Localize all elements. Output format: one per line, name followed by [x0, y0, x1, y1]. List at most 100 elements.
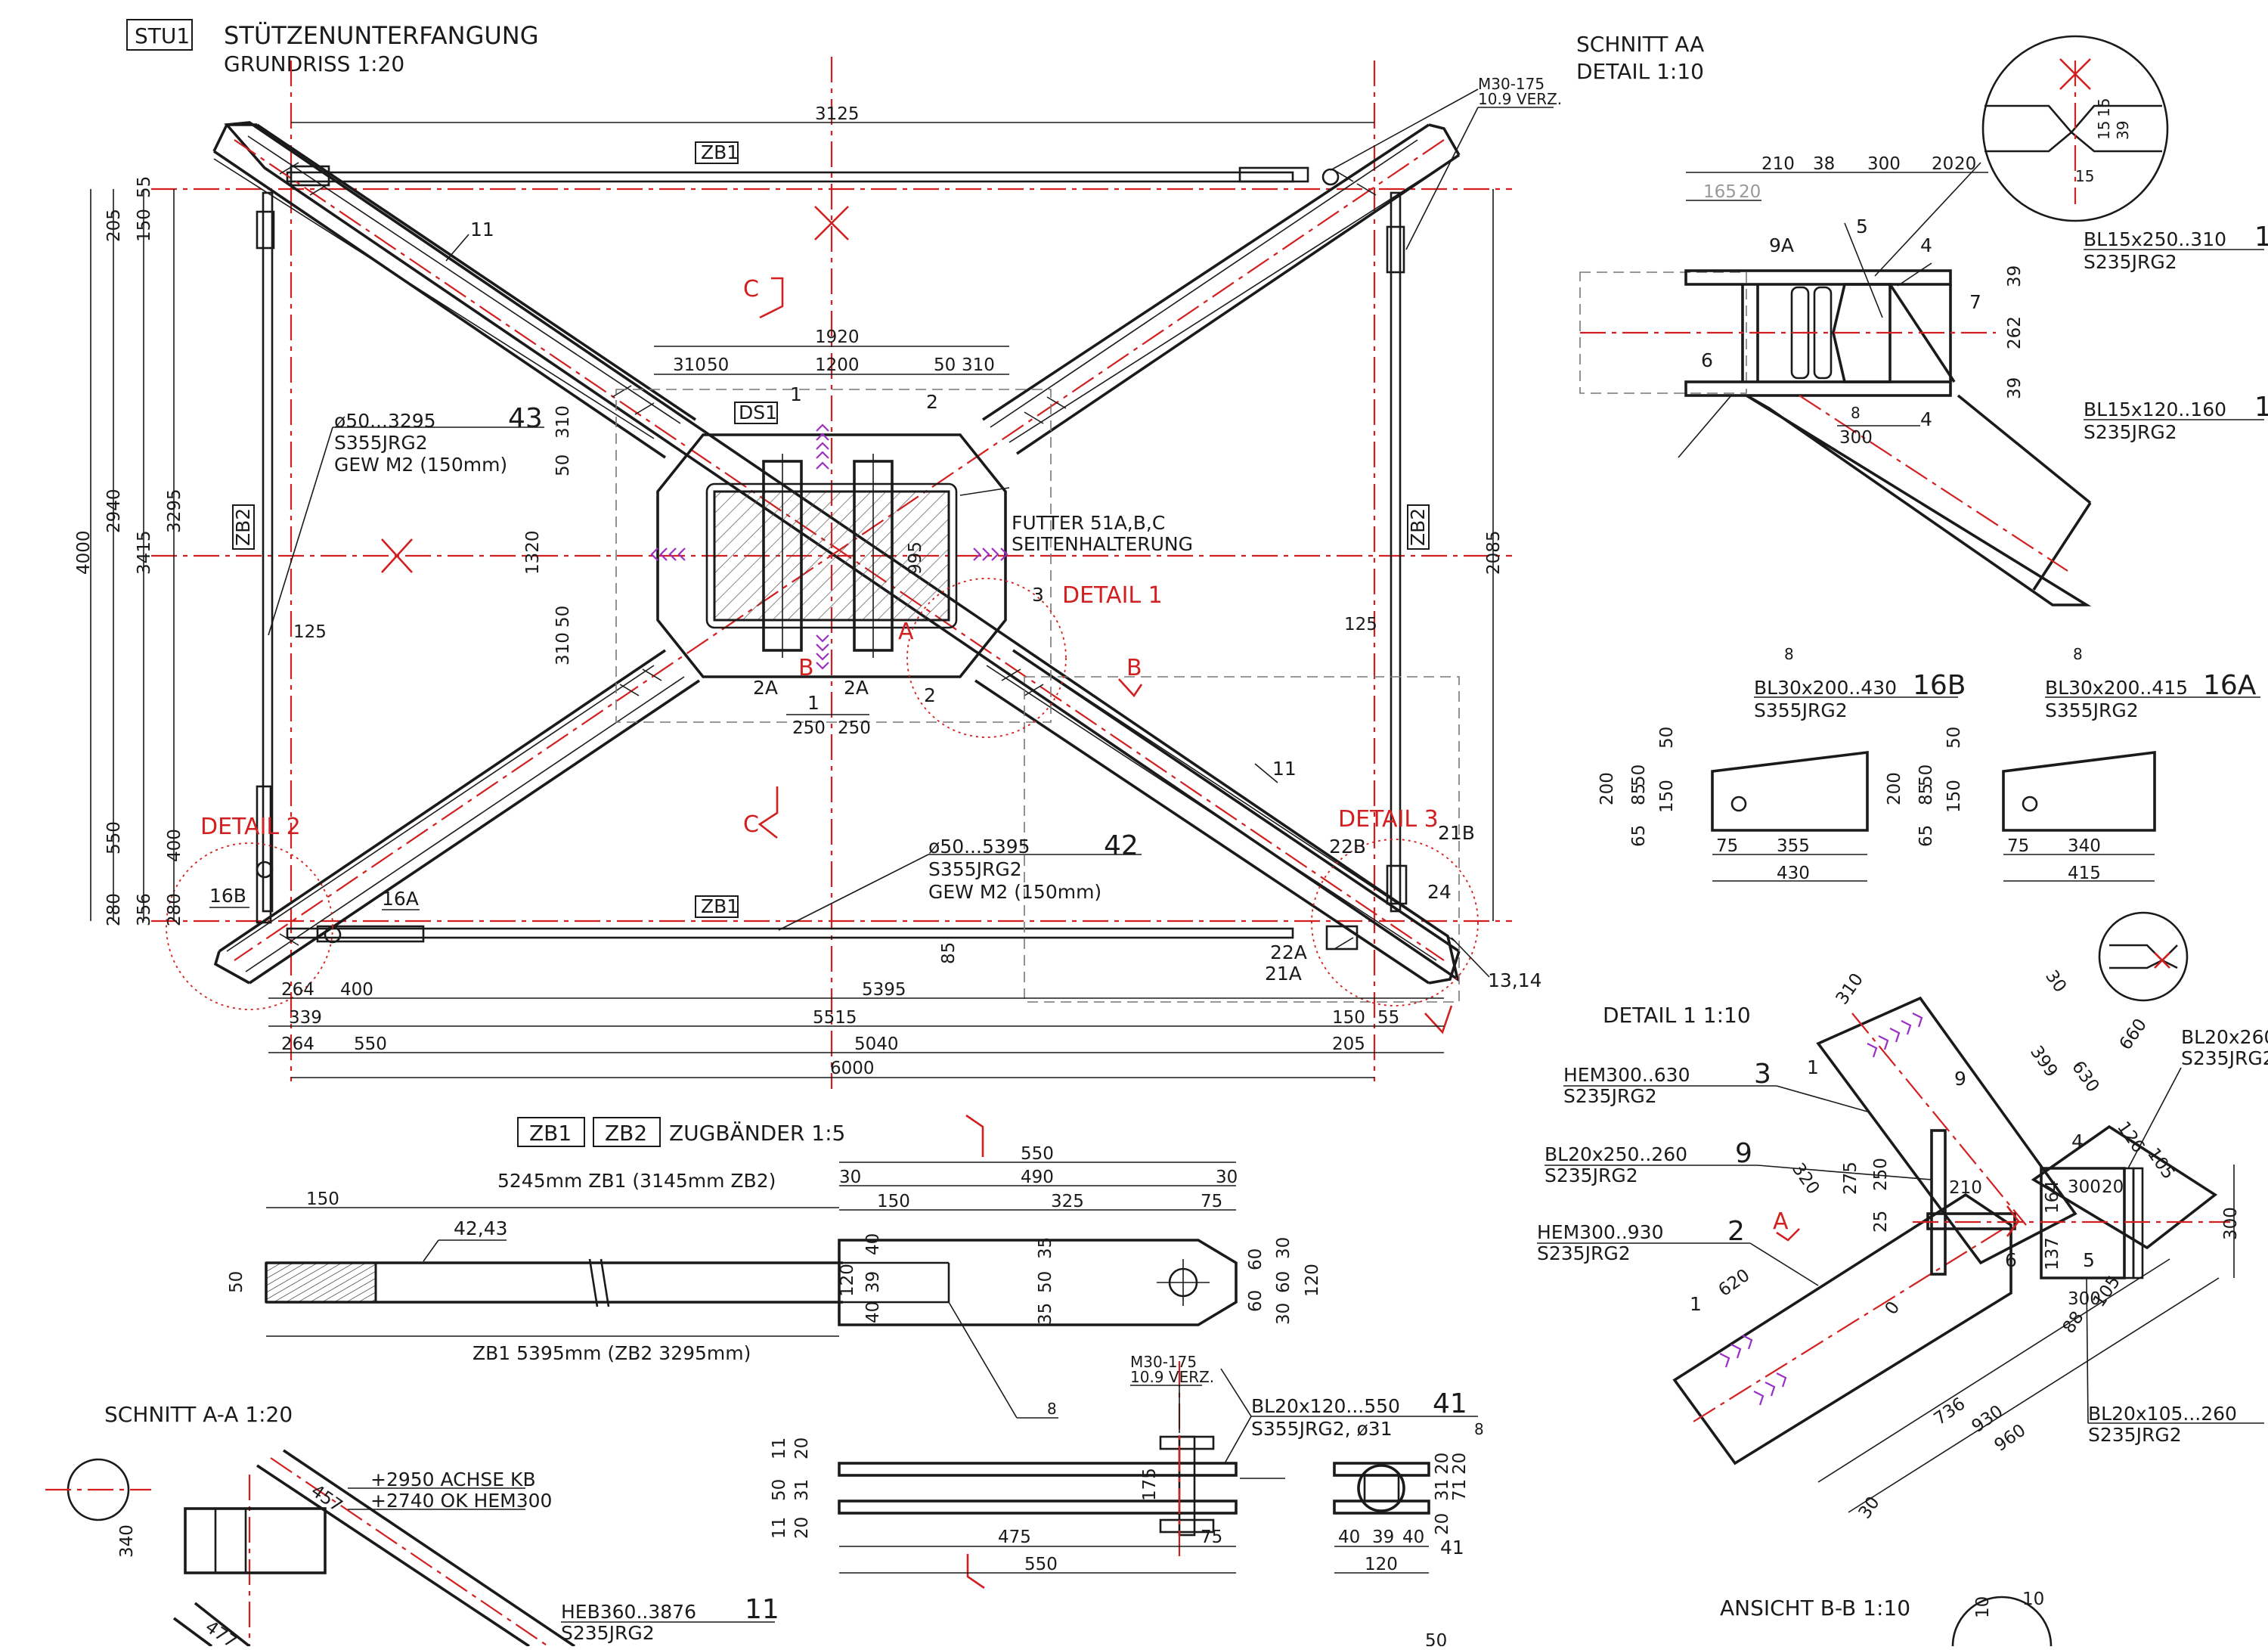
section-b: B: [1126, 655, 1142, 681]
ze-dim-71: 71: [1450, 1479, 1470, 1501]
d1-dim-0: 0: [1882, 1298, 1904, 1319]
dim-b-264-a: 264: [281, 980, 314, 1000]
tag-zb1-top: ZB1: [701, 141, 739, 163]
zugbaender: ZB1 ZB2 ZUGBÄNDER 1:5 8 150 5245mm ZB1 (…: [227, 1114, 1484, 1590]
dim-b-5395: 5395: [862, 980, 906, 1000]
pos-2-b: 2: [924, 684, 936, 706]
p16B-dim-50-a: 50: [1629, 765, 1649, 786]
ze-dim-20-c: 20: [1433, 1513, 1452, 1535]
sa-pos-7: 7: [1969, 291, 1981, 313]
p16B-dim-65: 65: [1629, 825, 1649, 847]
p16B-line1: BL30x200..430: [1754, 677, 1897, 699]
pos-11-a: 11: [470, 219, 494, 240]
dim-b-5515: 5515: [813, 1008, 857, 1028]
rod43-line2: S355JRG2: [334, 432, 428, 454]
dim-left-280-a: 280: [104, 893, 124, 926]
ze-dim-20-a: 20: [1433, 1453, 1452, 1475]
d1-section-mark: [1776, 1228, 1800, 1242]
dim-b-205: 205: [1332, 1034, 1365, 1054]
zug-rod-label: 5245mm ZB1 (3145mm ZB2): [497, 1170, 776, 1192]
rod42-callout: 42 ø50...5395 S355JRG2 GEW M2 (150mm): [778, 830, 1142, 931]
pos-16A: 16A: [382, 888, 419, 910]
section-c-bottom: C: [743, 811, 759, 838]
dim-left-280-b: 280: [165, 893, 184, 926]
schnitt-aa-detail: DETAIL 1:10: [1576, 59, 1704, 84]
zug-dim-30-d: 30: [1274, 1303, 1294, 1325]
p16A-dim-75: 75: [2007, 836, 2029, 856]
p16A-dim-50-b: 50: [1944, 727, 1964, 749]
detail3-label: DETAIL 3: [1338, 806, 1439, 833]
d1-bl20a-line2: S235JRG2: [2181, 1047, 2268, 1069]
dim-left-55: 55: [135, 176, 154, 198]
tie-rod-zb2-right: [1390, 191, 1402, 913]
tag-zb2-left: ZB2: [232, 508, 254, 546]
section-a-mark: [1424, 1005, 1453, 1034]
dim-1200: 1200: [815, 355, 860, 375]
zug-zb2-tag: ZB2: [605, 1121, 647, 1146]
ansicht-bb: ANSICHT B-B 1:10 10 10 50: [1425, 1590, 2053, 1650]
zs-dim-20-a: 20: [792, 1438, 812, 1459]
d1-dim-620: 620: [1715, 1265, 1754, 1300]
dim-left-3295: 3295: [165, 488, 184, 533]
zug-dim-490: 490: [1021, 1168, 1054, 1187]
zug-dim-60-b: 60: [1274, 1271, 1294, 1293]
sa-pos-4-b: 4: [1920, 408, 1932, 430]
d1-dim-20: 20: [2102, 1177, 2124, 1197]
ze-dim-40-b: 40: [1402, 1527, 1424, 1547]
p16B-dim-85: 85: [1629, 783, 1649, 805]
plan-bolt-line1: M30-175: [1478, 75, 1545, 93]
sa-dim-39-c: 39: [2005, 377, 2025, 399]
dim-left-3415: 3415: [135, 530, 154, 575]
tie-rod-zb1-bottom: [286, 927, 1294, 939]
detail2-label: DETAIL 2: [200, 814, 301, 840]
p16A-dim-340: 340: [2068, 836, 2101, 856]
sa-bl1-line1: BL15x250..310: [2084, 228, 2226, 250]
dim-left-550: 550: [104, 821, 124, 854]
d1-dim-105-a: 105: [2143, 1145, 2178, 1183]
dim-50-b: 50: [934, 355, 956, 375]
saa-heb-number: 11: [745, 1594, 779, 1625]
ze-dim-20-b: 20: [1450, 1453, 1470, 1475]
weld-top: [816, 423, 829, 470]
dim-left-150: 150: [135, 209, 154, 242]
d1-dim-320: 320: [1788, 1160, 1823, 1199]
rod43-line1: ø50...3295: [334, 410, 436, 432]
dim-b-550: 550: [354, 1034, 387, 1054]
d1-dim-300-c: 300: [2221, 1207, 2241, 1240]
p16A-dim-150: 150: [1944, 780, 1964, 813]
zs-dim-50: 50: [770, 1479, 789, 1501]
zug-rod-label2: ZB1 5395mm (ZB2 3295mm): [472, 1342, 751, 1364]
ze-dim-31: 31: [1433, 1479, 1452, 1501]
dim-1920: 1920: [815, 327, 860, 347]
pos-B: B: [798, 655, 814, 681]
p16A-line1: BL30x200..415: [2045, 677, 2188, 699]
p16B-dim-150: 150: [1657, 780, 1677, 813]
rod43-line3: GEW M2 (150mm): [334, 454, 507, 476]
d1-dim-164: 164: [2043, 1180, 2062, 1214]
detail1-label: DETAIL 1: [1062, 582, 1163, 609]
dim-left-400: 400: [165, 829, 184, 862]
zug-dim-120-b: 120: [1303, 1264, 1322, 1297]
rod42-line1: ø50...5395: [928, 836, 1030, 858]
dim-b-6000: 6000: [830, 1059, 875, 1078]
p16B-dim-50-b: 50: [1657, 727, 1677, 749]
p16B-dim-355: 355: [1777, 836, 1810, 856]
tag-zb1-bottom: ZB1: [701, 895, 739, 917]
zug-dim-75: 75: [1201, 1192, 1222, 1211]
dim-85: 85: [939, 942, 959, 964]
zug-section-mark-bottom: [966, 1554, 985, 1590]
d1-pos-5: 5: [2083, 1249, 2095, 1271]
p16B-dim-75: 75: [1716, 836, 1738, 856]
d1-pos-9: 9: [1954, 1068, 1966, 1090]
detail2-circle: [166, 842, 333, 1010]
p16B-number: 16B: [1913, 670, 1966, 701]
p16A-dim-415: 415: [2068, 864, 2101, 883]
sa-dim-15-a: 15: [2095, 121, 2113, 140]
plate41-weld: 8: [1474, 1420, 1484, 1438]
d1-hem3-number: 3: [1754, 1059, 1771, 1090]
ze-dim-40-a: 40: [1338, 1527, 1360, 1547]
tie-rod-zb1-top: [286, 171, 1294, 183]
saa-heb-line1: HEB360..3876: [561, 1601, 696, 1623]
detail-circle-top: [1981, 35, 2169, 222]
ansicht-bb-title: ANSICHT B-B 1:10: [1720, 1596, 1910, 1621]
